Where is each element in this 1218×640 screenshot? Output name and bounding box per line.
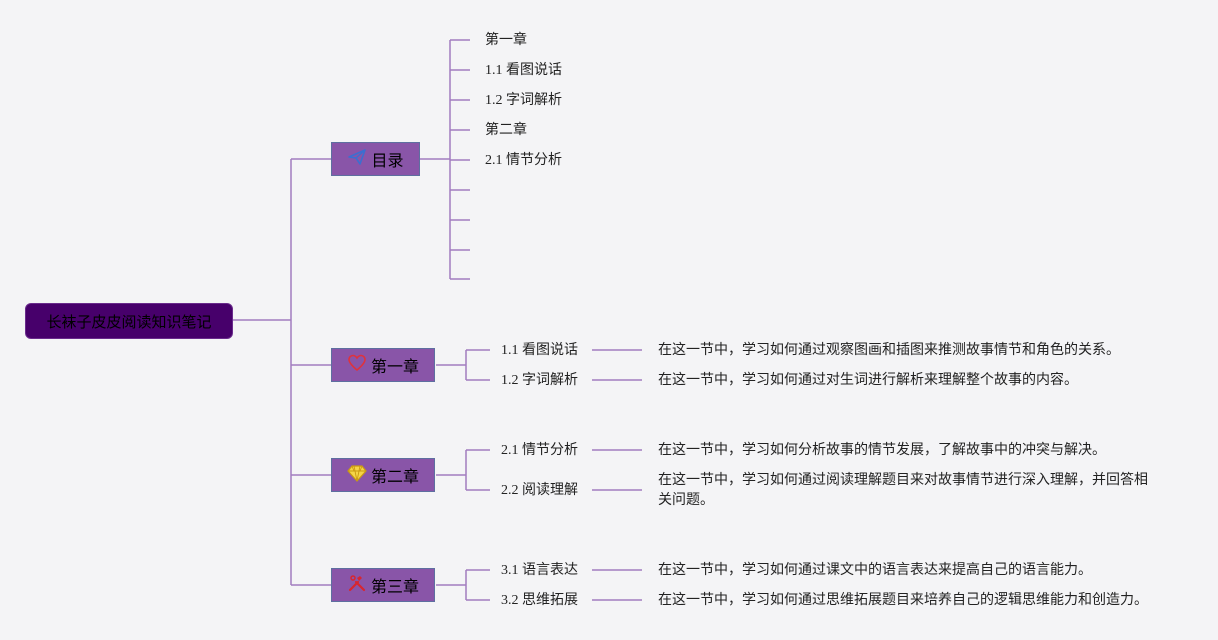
section-title[interactable]: 3.2 思维拓展 [501, 593, 578, 608]
section-desc: 在这一节中，学习如何通过思维拓展题目来培养自己的逻辑思维能力和创造力。 [658, 593, 1148, 608]
section-title[interactable]: 1.2 字词解析 [501, 373, 578, 388]
chapter-3-node[interactable]: 第三章 [331, 568, 435, 602]
diamond-icon [347, 463, 367, 487]
section-desc: 在这一节中，学习如何通过观察图画和插图来推测故事情节和角色的关系。 [658, 343, 1120, 358]
section-title[interactable]: 2.2 阅读理解 [501, 483, 578, 498]
section-title[interactable]: 3.1 语言表达 [501, 563, 578, 578]
toc-item[interactable]: 1.1 看图说话 [485, 63, 562, 78]
section-desc: 在这一节中，学习如何通过课文中的语言表达来提高自己的语言能力。 [658, 563, 1092, 578]
chapter-1-node[interactable]: 第一章 [331, 348, 435, 382]
chapter-label: 第三章 [370, 577, 419, 596]
toc-label: 目录 [371, 151, 404, 170]
paper-plane-icon [347, 147, 367, 171]
section-title[interactable]: 1.1 看图说话 [501, 343, 578, 358]
toc-item[interactable]: 第二章 [485, 123, 527, 138]
chapter-label: 第一章 [370, 357, 419, 376]
chapter-label: 第二章 [370, 467, 419, 486]
chapter-2-node[interactable]: 第二章 [331, 458, 435, 492]
tools-icon [347, 573, 367, 597]
toc-item[interactable]: 2.1 情节分析 [485, 153, 562, 168]
heart-icon [347, 353, 367, 377]
toc-item[interactable]: 1.2 字词解析 [485, 93, 562, 108]
toc-node[interactable]: 目录 [331, 142, 420, 176]
section-title[interactable]: 2.1 情节分析 [501, 443, 578, 458]
root-node[interactable]: 长袜子皮皮阅读知识笔记 [25, 303, 233, 339]
section-desc: 在这一节中，学习如何分析故事的情节发展，了解故事中的冲突与解决。 [658, 443, 1106, 458]
section-desc: 在这一节中，学习如何通过阅读理解题目来对故事情节进行深入理解，并回答相关问题。 [658, 473, 1148, 508]
root-label: 长袜子皮皮阅读知识笔记 [46, 312, 212, 331]
section-desc: 在这一节中，学习如何通过对生词进行解析来理解整个故事的内容。 [658, 373, 1078, 388]
toc-item[interactable]: 第一章 [485, 33, 527, 48]
